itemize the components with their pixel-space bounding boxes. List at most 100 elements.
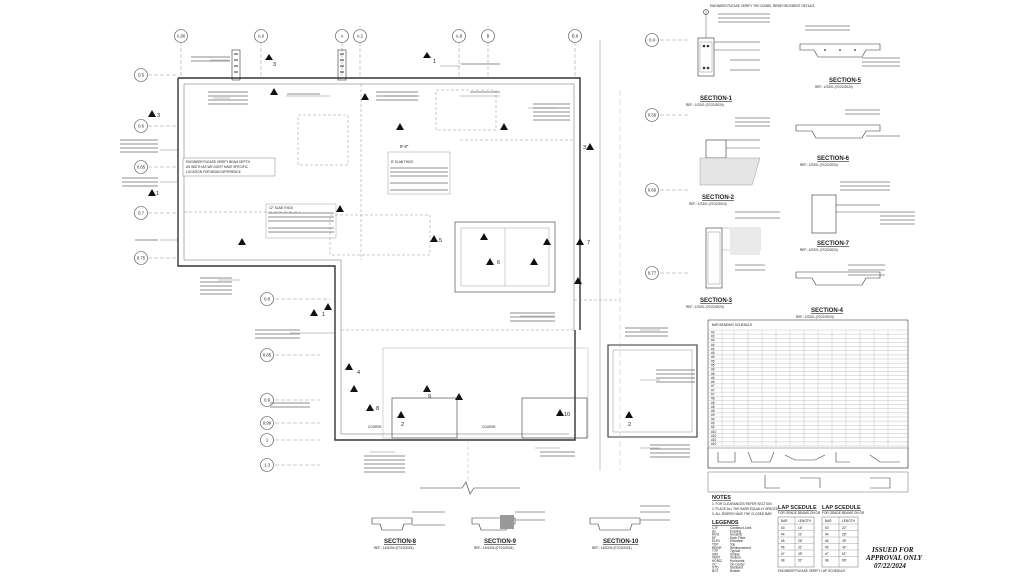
- svg-text:2: 2: [401, 422, 404, 428]
- schedule-row-label: #8: [711, 405, 715, 409]
- svg-text:BAR: BAR: [825, 519, 832, 523]
- legend-abbr: REINF: [712, 546, 722, 550]
- schedule-header: BAR BENDING SCHEDULE: [712, 323, 752, 327]
- svg-text:07/22/2024: 07/22/2024: [874, 562, 906, 570]
- svg-text:9'-8": 9'-8": [400, 144, 409, 149]
- schedule-row-label: #10: [711, 438, 717, 442]
- svg-text:ENGINEER PLEASE VERIFY BEAM DE: ENGINEER PLEASE VERIFY BEAM DEPTH: [186, 160, 251, 164]
- svg-text:5: 5: [439, 238, 442, 244]
- lap-length: 61": [842, 552, 847, 556]
- svg-text:APPROVAL ONLY: APPROVAL ONLY: [865, 554, 923, 562]
- grid-bubble-col: B: [481, 29, 495, 43]
- grid-bubble-row: 0.65: [134, 160, 148, 174]
- svg-text:LAP SCEDULE: LAP SCEDULE: [778, 505, 817, 511]
- svg-text:REF.: 1/S201 (07/22/2024): REF.: 1/S201 (07/22/2024): [686, 305, 724, 309]
- svg-text:A.8: A.8: [456, 34, 463, 39]
- legend-abbr: OC: [712, 562, 717, 566]
- svg-text:SECTION-4: SECTION-4: [811, 308, 844, 314]
- slab-thickness-note-12: 12" SLAB THICK: [265, 203, 337, 239]
- svg-text:REF.: 14/S204 (07/22/2024): REF.: 14/S204 (07/22/2024): [592, 546, 632, 550]
- lap-schedule-2: LAP SCEDULE FOR GRADE BEAMS ON GR BAR LE…: [821, 505, 865, 568]
- grid-bubble-col: A.00: [174, 29, 188, 43]
- schedule-row-label: #5: [711, 363, 715, 367]
- schedule-row-label: #6: [711, 380, 715, 384]
- legend-meaning: Reinforcement: [730, 546, 751, 550]
- grid-bubble-col: B.6: [568, 29, 582, 43]
- grid-bubble-row: 0.4: [645, 33, 659, 47]
- svg-text:REF.: 3/S201 (07/22/2024): REF.: 3/S201 (07/22/2024): [800, 248, 838, 252]
- legend-meaning: Bottom: [730, 569, 740, 573]
- legend-meaning: Similar: [730, 552, 741, 556]
- legend-abbr: HOU: [712, 533, 720, 537]
- schedule-row-label: #9: [711, 426, 715, 430]
- section-details: [371, 9, 881, 531]
- svg-text:SECTION-1: SECTION-1: [700, 96, 733, 102]
- svg-text:0.65: 0.65: [137, 165, 146, 170]
- legend-abbr: SIM: [712, 552, 718, 556]
- svg-text:SECTION-9: SECTION-9: [484, 539, 517, 545]
- grid-bubble-row: 0.75: [134, 251, 148, 265]
- lap-bar: #7: [825, 552, 829, 556]
- schedule-row-label: #7: [711, 384, 715, 388]
- section-tag: 7: [576, 238, 590, 246]
- section-tag: 2: [397, 411, 405, 428]
- legend-abbr: CJF: [712, 526, 718, 530]
- svg-text:7: 7: [587, 240, 590, 246]
- svg-text:A.00: A.00: [177, 34, 186, 39]
- engineer-note-beam-depth: ENGINEER PLEASE VERIFY BEAM DEPTH AS WID…: [182, 157, 276, 177]
- schedule-row-label: #5: [711, 359, 715, 363]
- dowel-note: ENGINEER PLEASE VERIFY THE DOWEL REINFOR…: [710, 4, 815, 8]
- lap-length: 16": [798, 526, 803, 530]
- schedule-row-label: #6: [711, 376, 715, 380]
- legend-abbr: (E): [712, 529, 716, 533]
- svg-text:1: 1: [322, 312, 325, 318]
- svg-text:0.7: 0.7: [138, 211, 144, 216]
- svg-text:B: B: [487, 34, 490, 39]
- svg-text:REF.: 1/S201 (07/22/2024): REF.: 1/S201 (07/22/2024): [689, 202, 727, 206]
- grid-bubble-row: 0.56: [645, 108, 659, 122]
- approval-stamp: ISSUED FOR APPROVAL ONLY 07/22/2024: [865, 546, 923, 570]
- schedule-row-label: #7: [711, 392, 715, 396]
- bar-bending-schedule: BAR BENDING SCHEDULE #3#3#4#4#4#5#5#5#5#…: [707, 319, 909, 493]
- course-label: COURSE: [368, 425, 382, 429]
- svg-text:1: 1: [156, 191, 159, 197]
- svg-text:ISSUED FOR: ISSUED FOR: [871, 546, 914, 554]
- section-tag: 3: [265, 54, 276, 68]
- section-tag: 3: [148, 110, 160, 119]
- grid-bubble-row: 1: [260, 433, 274, 447]
- svg-text:LENGTH: LENGTH: [798, 519, 812, 523]
- svg-text:SECTION-2: SECTION-2: [702, 195, 735, 201]
- legend-meaning: Top: [730, 543, 735, 547]
- schedule-row-label: #4: [711, 339, 715, 343]
- grid-bubble-row: 1.3: [260, 458, 274, 472]
- lap-bar: #6: [781, 546, 785, 550]
- lap-length: 45": [798, 552, 803, 556]
- svg-text:1: 1: [266, 438, 269, 443]
- svg-text:9: 9: [428, 394, 431, 400]
- lap-length: 35": [842, 539, 847, 543]
- grid-bubble-row: 0.8: [260, 292, 274, 306]
- lap-length: 69": [842, 559, 847, 563]
- svg-text:3: 3: [583, 145, 586, 151]
- course-label: COURSE: [482, 425, 496, 429]
- svg-text:0.77: 0.77: [648, 271, 657, 276]
- rebar-callouts: [160, 59, 660, 453]
- svg-text:2: 2: [628, 422, 631, 428]
- svg-text:0.8: 0.8: [264, 297, 270, 302]
- schedule-row-label: #4: [711, 347, 715, 351]
- legend-abbr: ELEV: [712, 539, 721, 543]
- svg-text:SECTION-8: SECTION-8: [384, 539, 417, 545]
- svg-text:NOTES: NOTES: [712, 495, 731, 501]
- svg-text:SECTION-3: SECTION-3: [700, 298, 733, 304]
- legend-abbr: BOT: [712, 569, 719, 573]
- schedule-row-label: #8: [711, 397, 715, 401]
- schedule-row-label: #10: [711, 442, 717, 446]
- svg-text:8: 8: [376, 406, 379, 412]
- svg-text:0.66: 0.66: [648, 188, 657, 193]
- schedule-row-label: #10: [711, 434, 717, 438]
- lap-bar: #4: [825, 533, 829, 537]
